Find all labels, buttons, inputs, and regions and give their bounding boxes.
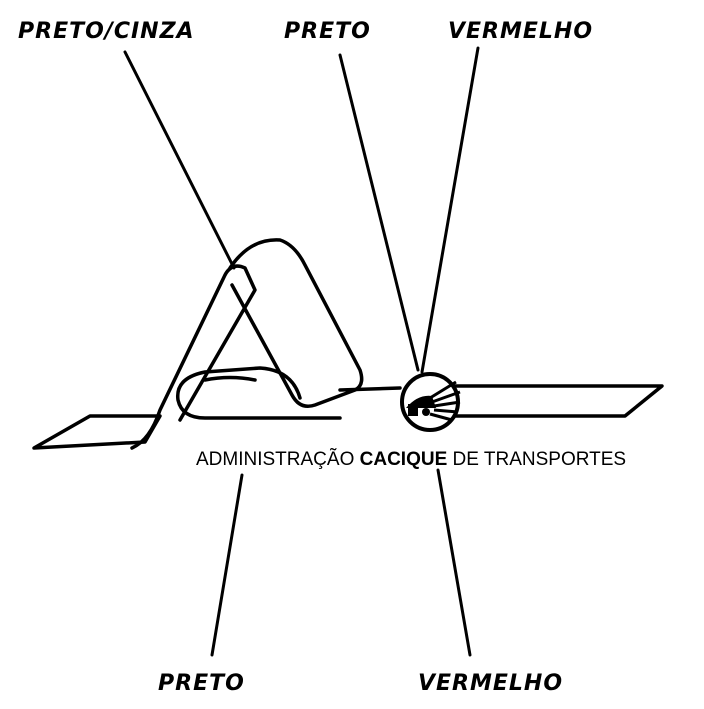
left-strip — [32, 414, 162, 450]
leader-line-preto-bottom — [210, 473, 244, 657]
label-vermelho-bottom: VERMELHO — [418, 671, 563, 696]
a-left-leg — [130, 264, 257, 450]
label-preto-bottom: PRETO — [158, 671, 245, 696]
label-preto-top: PRETO — [284, 19, 371, 44]
a-roll-loop — [176, 366, 342, 420]
company-name-part3: DE TRANSPORTES — [453, 449, 627, 470]
right-strip — [338, 384, 664, 418]
label-vermelho-top: VERMELHO — [448, 19, 593, 44]
a-top-band — [228, 238, 364, 408]
company-name: ADMINISTRAÇÃO CACIQUE DE TRANSPORTES — [196, 448, 626, 470]
leader-line-preto-cinza — [123, 50, 236, 270]
leader-line-preto-top — [338, 53, 420, 372]
ribbon-a-shape — [32, 238, 664, 450]
emblem-icon — [400, 372, 461, 432]
company-name-part1: ADMINISTRAÇÃO — [196, 448, 354, 470]
a-roll-crease — [203, 375, 257, 382]
label-preto-cinza: PRETO/CINZA — [18, 19, 195, 44]
company-name-cacique: CACIQUE — [360, 449, 448, 470]
leader-line-vermelho-top — [420, 46, 480, 374]
leader-line-vermelho-bottom — [436, 468, 472, 657]
